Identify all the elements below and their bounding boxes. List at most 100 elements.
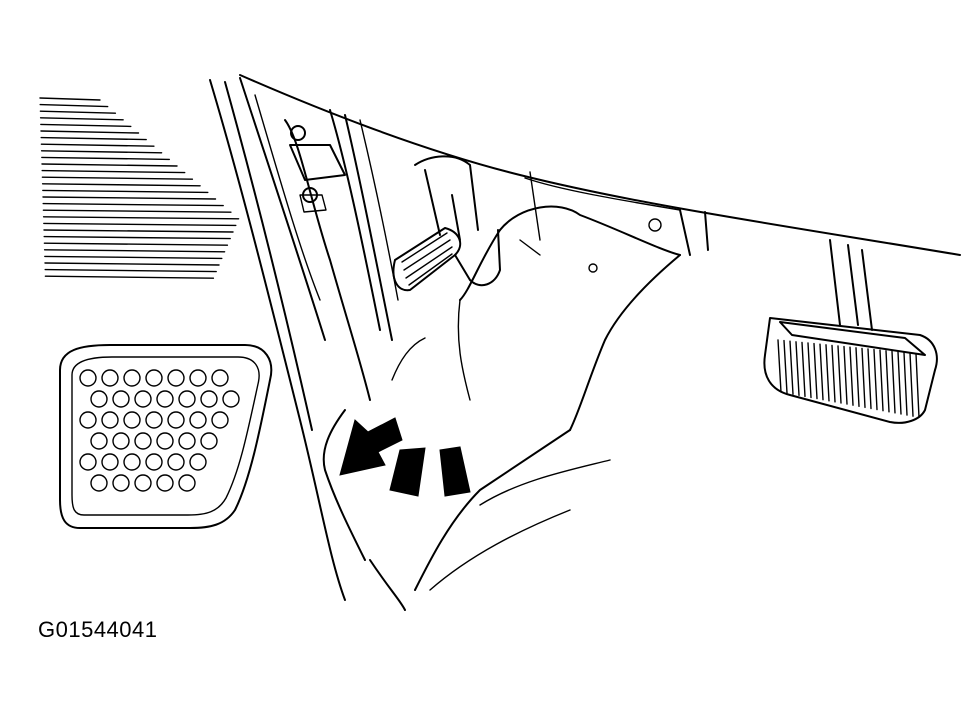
pedal-rib xyxy=(909,352,914,417)
grille-slat xyxy=(41,183,201,187)
pedal-rib xyxy=(789,340,794,395)
speaker-hole xyxy=(167,411,185,429)
grille-slat xyxy=(42,202,224,207)
speaker-hole xyxy=(189,453,207,471)
grille-slat xyxy=(44,268,217,273)
speaker-hole xyxy=(79,369,97,387)
pedal-rib xyxy=(873,348,878,411)
speaker-hole xyxy=(189,411,207,429)
grille-slat xyxy=(40,136,147,141)
grille-slat xyxy=(44,255,223,260)
floor-tunnel xyxy=(322,205,681,611)
pedal-rib xyxy=(867,348,872,410)
parking-brake-pedal xyxy=(392,155,501,292)
grille-slat xyxy=(40,123,132,128)
grille-slat xyxy=(44,262,220,266)
kick-panel xyxy=(284,109,399,401)
speaker-hole xyxy=(79,453,97,471)
grille-slat xyxy=(39,97,101,101)
speaker-grille-slats xyxy=(39,97,240,279)
pedal-rib xyxy=(813,342,818,400)
speaker-hole xyxy=(222,390,240,408)
speaker-hole xyxy=(101,411,119,429)
panel-clip-upper-icon xyxy=(290,125,306,141)
speaker-hole xyxy=(178,474,196,492)
pedal-rib xyxy=(915,353,920,418)
grille-slat xyxy=(43,249,226,253)
speaker-hole xyxy=(156,432,174,450)
speaker-hole xyxy=(178,432,196,450)
pedal-rib xyxy=(891,350,896,414)
speaker-hole xyxy=(189,369,207,387)
pedal-rib xyxy=(831,344,836,403)
pedal-rib xyxy=(885,350,890,413)
speaker-hole xyxy=(134,432,152,450)
speaker-hole xyxy=(211,369,229,387)
pedal-rib xyxy=(843,345,848,405)
speaker-hole xyxy=(156,474,174,492)
grille-slat xyxy=(39,117,124,121)
location-arrow-main-icon xyxy=(339,417,403,476)
speaker-hole xyxy=(145,369,163,387)
grille-slat xyxy=(43,222,237,227)
pedal-rib xyxy=(903,351,908,416)
speaker-hole xyxy=(79,411,97,429)
grille-slat xyxy=(42,196,217,200)
speaker-hole xyxy=(134,474,152,492)
speaker-hole xyxy=(123,453,141,471)
grille-slat xyxy=(41,156,170,161)
speaker-hole xyxy=(145,453,163,471)
pedal-rib xyxy=(855,347,860,407)
speaker-hole xyxy=(167,369,185,387)
dashboard-lower-edge xyxy=(239,74,961,256)
speaker-hole xyxy=(123,411,141,429)
grille-slat xyxy=(40,130,140,134)
speaker-hole xyxy=(156,390,174,408)
speaker-hole xyxy=(90,432,108,450)
grille-slat xyxy=(42,189,209,194)
grille-slat xyxy=(41,176,194,180)
grille-slat xyxy=(41,163,178,167)
speaker-hole xyxy=(178,390,196,408)
speaker-hole xyxy=(101,453,119,471)
location-marker-right-icon xyxy=(439,446,471,497)
speaker-hole xyxy=(145,411,163,429)
speaker-hole xyxy=(90,474,108,492)
speaker-hole xyxy=(112,474,130,492)
door-panel xyxy=(59,77,346,601)
pedal-rib xyxy=(849,346,854,406)
speaker-hole xyxy=(134,390,152,408)
grille-slat xyxy=(43,242,229,246)
pedal-rib xyxy=(777,339,782,393)
grille-slat xyxy=(41,169,186,174)
speaker-hole xyxy=(211,411,229,429)
speaker-hole xyxy=(200,390,218,408)
dash-fastener-icon xyxy=(648,218,662,232)
speaker-hole xyxy=(112,432,130,450)
location-arrows xyxy=(339,417,471,497)
pedal-rib xyxy=(897,351,902,415)
speaker-hole xyxy=(101,369,119,387)
grille-slat xyxy=(44,275,215,279)
pedal-rib xyxy=(837,345,842,404)
grille-slat xyxy=(42,216,240,220)
pedal-rib xyxy=(819,343,824,401)
pedal-rib xyxy=(807,342,812,399)
door-speaker-holes xyxy=(79,369,240,492)
brake-pedal xyxy=(763,239,938,424)
pedal-rib xyxy=(825,344,830,402)
grille-slat xyxy=(39,103,109,108)
pedal-rib xyxy=(801,341,806,398)
speaker-hole xyxy=(200,432,218,450)
pedal-rib xyxy=(795,341,800,396)
pedal-rib xyxy=(783,339,788,394)
grille-slat xyxy=(43,235,231,240)
speaker-hole xyxy=(90,390,108,408)
pedal-rib xyxy=(879,349,884,412)
speaker-hole xyxy=(123,369,141,387)
speaker-hole xyxy=(167,453,185,471)
grille-slat xyxy=(39,110,117,114)
grille-slat xyxy=(42,209,232,213)
